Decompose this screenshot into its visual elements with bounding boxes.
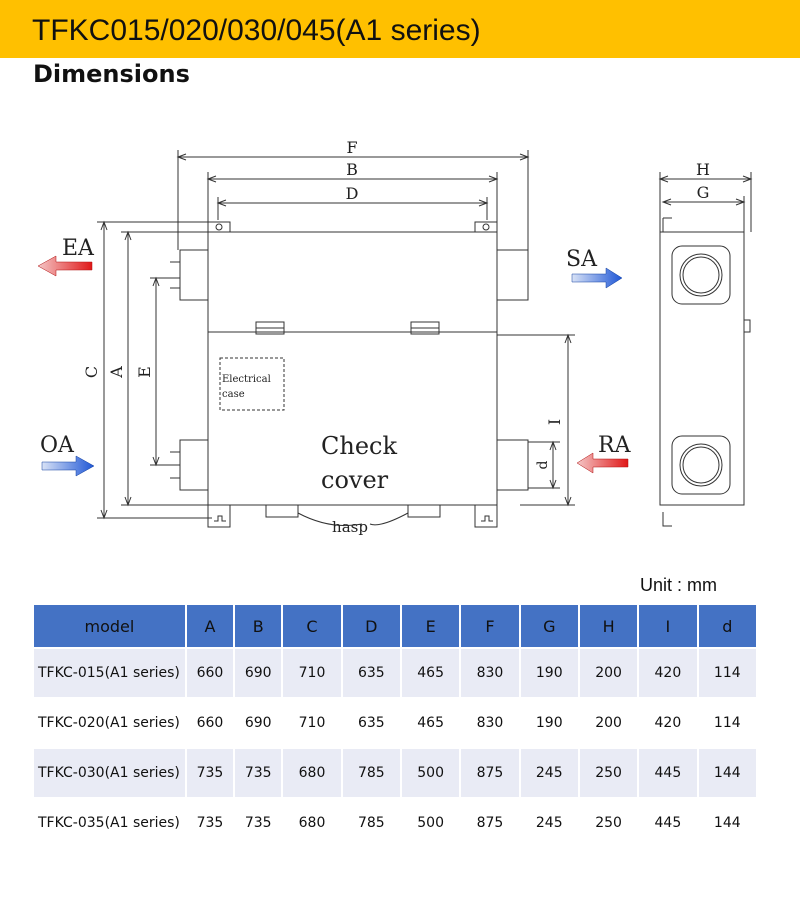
table-cell: 445 bbox=[639, 799, 697, 847]
sa-arrow-icon bbox=[571, 267, 623, 289]
table-cell: 190 bbox=[520, 649, 578, 697]
table-cell: 660 bbox=[186, 649, 234, 697]
table-header-row: model A B C D E F G H I d bbox=[34, 605, 756, 647]
dimension-table: model A B C D E F G H I d TFKC-015(A1 se… bbox=[32, 603, 758, 849]
table-cell: 190 bbox=[520, 699, 578, 747]
table-cell: 785 bbox=[342, 799, 400, 847]
port-label-ea: EA bbox=[62, 236, 95, 261]
section-heading: Dimensions bbox=[33, 60, 190, 88]
dimension-drawing: F B D H G C A E I d EA OA SA RA Electric… bbox=[0, 120, 800, 550]
table-cell: 690 bbox=[235, 649, 282, 697]
table-cell: 250 bbox=[579, 749, 638, 797]
table-cell: 114 bbox=[698, 649, 756, 697]
dim-label-g: G bbox=[697, 183, 710, 202]
table-cell: 144 bbox=[698, 749, 756, 797]
col-header-model: model bbox=[34, 605, 185, 647]
col-header-g: G bbox=[520, 605, 578, 647]
table-cell: 420 bbox=[639, 699, 697, 747]
table-cell: 200 bbox=[579, 649, 638, 697]
table-cell: 420 bbox=[639, 649, 697, 697]
table-cell: 114 bbox=[698, 699, 756, 747]
table-cell: 500 bbox=[401, 749, 460, 797]
table-row: TFKC-030(A1 series) 735 735 680 785 500 … bbox=[34, 749, 756, 797]
table-row: TFKC-015(A1 series) 660 690 710 635 465 … bbox=[34, 649, 756, 697]
table-cell: 200 bbox=[579, 699, 638, 747]
cell-model: TFKC-035(A1 series) bbox=[34, 799, 185, 847]
cell-model: TFKC-015(A1 series) bbox=[34, 649, 185, 697]
table-cell: 635 bbox=[342, 699, 400, 747]
table-cell: 680 bbox=[283, 799, 341, 847]
table-cell: 465 bbox=[401, 699, 460, 747]
dim-label-a: A bbox=[107, 366, 126, 379]
table-cell: 710 bbox=[283, 649, 341, 697]
table-row: TFKC-020(A1 series) 660 690 710 635 465 … bbox=[34, 699, 756, 747]
port-label-oa: OA bbox=[40, 433, 75, 458]
cell-model: TFKC-020(A1 series) bbox=[34, 699, 185, 747]
col-header-h: H bbox=[579, 605, 638, 647]
table-cell: 735 bbox=[186, 749, 234, 797]
col-header-f: F bbox=[461, 605, 519, 647]
table-cell: 680 bbox=[283, 749, 341, 797]
dim-label-e: E bbox=[135, 366, 154, 378]
table-cell: 144 bbox=[698, 799, 756, 847]
table-cell: 735 bbox=[235, 749, 282, 797]
check-cover-label-line1: Check bbox=[321, 432, 397, 460]
table-cell: 735 bbox=[235, 799, 282, 847]
col-header-d: D bbox=[342, 605, 400, 647]
table-cell: 830 bbox=[461, 649, 519, 697]
dim-label-f: F bbox=[346, 138, 357, 157]
dim-label-c: C bbox=[82, 366, 101, 378]
check-cover-label-line2: cover bbox=[321, 466, 389, 494]
unit-label: Unit : mm bbox=[640, 575, 718, 595]
table-cell: 710 bbox=[283, 699, 341, 747]
table-cell: 690 bbox=[235, 699, 282, 747]
table-cell: 245 bbox=[520, 749, 578, 797]
electrical-case-label-line1: Electrical bbox=[222, 374, 271, 385]
ea-arrow-icon bbox=[37, 255, 93, 277]
table-cell: 660 bbox=[186, 699, 234, 747]
col-header-b: B bbox=[235, 605, 282, 647]
hasp-label: hasp bbox=[332, 518, 368, 536]
electrical-case-label-line2: case bbox=[222, 389, 245, 400]
table-cell: 250 bbox=[579, 799, 638, 847]
title-banner: TFKC015/020/030/045(A1 series) bbox=[0, 0, 800, 58]
col-header-c: C bbox=[283, 605, 341, 647]
dim-label-d: D bbox=[346, 184, 359, 203]
port-label-sa: SA bbox=[566, 247, 598, 272]
dim-label-b: B bbox=[346, 160, 358, 179]
ra-arrow-icon bbox=[576, 452, 629, 474]
table-cell: 830 bbox=[461, 699, 519, 747]
table-cell: 635 bbox=[342, 649, 400, 697]
dim-label-d-diameter: d bbox=[535, 460, 551, 469]
table-cell: 785 bbox=[342, 749, 400, 797]
table-row: TFKC-035(A1 series) 735 735 680 785 500 … bbox=[34, 799, 756, 847]
table-cell: 245 bbox=[520, 799, 578, 847]
col-header-a: A bbox=[186, 605, 234, 647]
table-cell: 500 bbox=[401, 799, 460, 847]
oa-arrow-icon bbox=[41, 455, 95, 477]
port-label-ra: RA bbox=[598, 433, 632, 458]
dimension-drawing-svg: F B D H G C A E I d EA OA SA RA Electric… bbox=[37, 138, 753, 536]
table-cell: 445 bbox=[639, 749, 697, 797]
dim-label-i: I bbox=[545, 419, 564, 425]
table-cell: 735 bbox=[186, 799, 234, 847]
dim-label-h: H bbox=[696, 160, 710, 179]
col-header-d-small: d bbox=[698, 605, 756, 647]
col-header-i: I bbox=[639, 605, 697, 647]
page-title: TFKC015/020/030/045(A1 series) bbox=[32, 14, 481, 47]
cell-model: TFKC-030(A1 series) bbox=[34, 749, 185, 797]
table-cell: 875 bbox=[461, 799, 519, 847]
col-header-e: E bbox=[401, 605, 460, 647]
table-cell: 875 bbox=[461, 749, 519, 797]
table-cell: 465 bbox=[401, 649, 460, 697]
